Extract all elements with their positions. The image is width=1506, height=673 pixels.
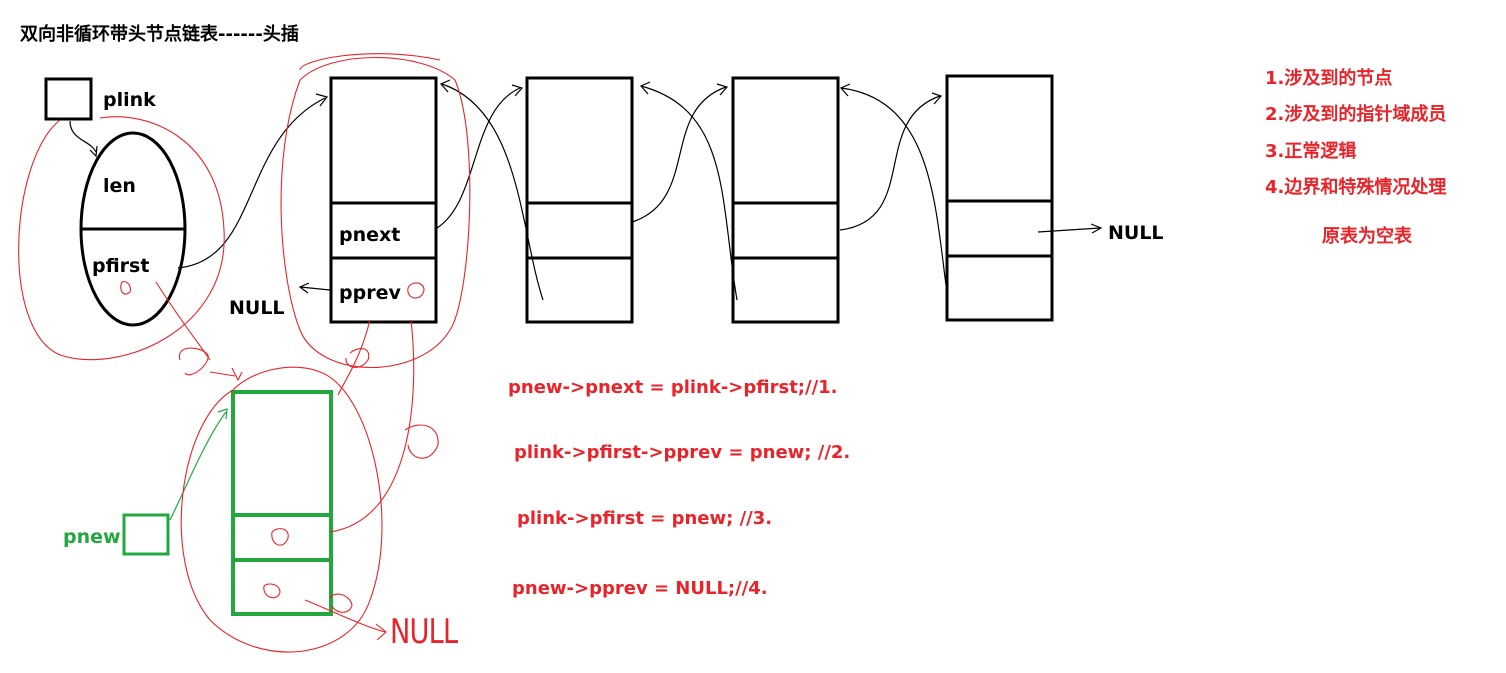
plink-label: plink <box>103 89 156 111</box>
note-3: 3.正常逻辑 <box>1265 141 1357 162</box>
code-line-3: plink->pfirst = pnew; //3. <box>517 508 773 529</box>
code-line-4: pnew->pprev = NULL;//4. <box>512 578 768 599</box>
list-node-3 <box>731 76 840 324</box>
pnext-label: pnext <box>339 224 401 246</box>
code-line-1: pnew->pnext = plink->pfirst;//1. <box>508 377 838 398</box>
list-node-2 <box>525 76 634 324</box>
pnew-arrow <box>169 408 228 521</box>
pnew-box <box>122 513 170 556</box>
pnew-label: pnew <box>63 526 121 548</box>
note-2: 2.涉及到的指针域成员 <box>1265 104 1447 125</box>
null-label-handwritten: NULL <box>390 612 458 652</box>
note-4: 4.边界和特殊情况处理 <box>1265 177 1447 198</box>
pfirst-label: pfirst <box>92 255 150 277</box>
plink-box <box>44 77 93 121</box>
len-label: len <box>103 175 136 197</box>
diagram-title: 双向非循环带头节点链表------头插 <box>20 24 299 45</box>
list-node-1 <box>329 76 438 324</box>
null-label-left: NULL <box>229 297 285 319</box>
red-annotations <box>18 53 471 653</box>
note-empty-list: 原表为空表 <box>1322 226 1412 247</box>
pprev-label: pprev <box>339 282 401 304</box>
note-1: 1.涉及到的节点 <box>1265 68 1393 89</box>
code-line-2: plink->pfirst->pprev = pnew; //2. <box>514 442 851 463</box>
new-node <box>231 390 333 616</box>
link-arrows <box>69 79 1103 301</box>
list-node-4 <box>945 74 1054 322</box>
null-label-right: NULL <box>1108 222 1164 244</box>
